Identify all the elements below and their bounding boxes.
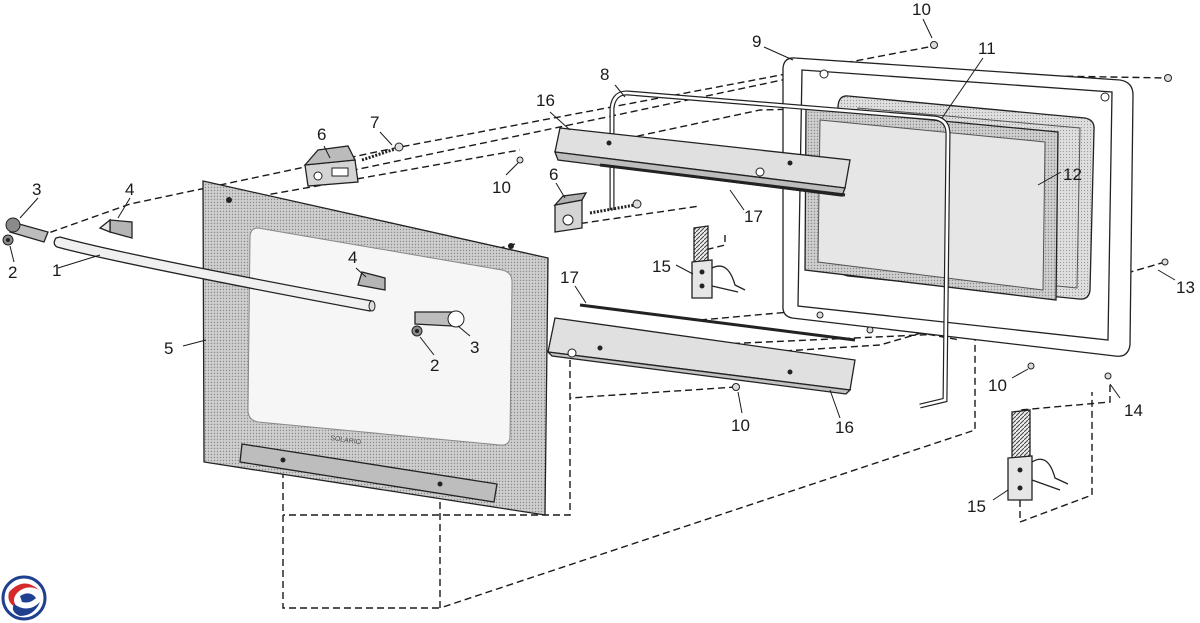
label-end-cap-right: 3: [470, 338, 479, 357]
bolt: [361, 142, 404, 162]
panel-brand-text: SOLARIO: [330, 435, 362, 446]
label-hinge-block-top: 6: [317, 125, 326, 144]
screw-left: [2, 234, 14, 246]
frame-screws-bottom: [816, 311, 874, 334]
clip-left: [98, 218, 133, 239]
label-bolt: 7: [370, 113, 379, 132]
callout-labels: 1 2 3 4 5 6 7 4 2 3 6 10 8 16 17 15 17 1…: [8, 0, 1195, 516]
label-hinge-left: 15: [652, 257, 671, 276]
screw-bottom-right: [1104, 372, 1112, 380]
screw-channel-bottom: [732, 383, 740, 391]
inner-glass: [804, 95, 1095, 301]
label-end-cap-left: 3: [32, 180, 41, 199]
screw-right: [1027, 362, 1035, 370]
label-screw-channel-bottom: 10: [731, 416, 750, 435]
label-screw-top: 10: [912, 0, 931, 19]
hinge-right: [1007, 409, 1069, 501]
swirl-logo-icon: [1, 575, 47, 621]
label-inner-glass: 12: [1063, 165, 1082, 184]
screw-frame-top: [1164, 74, 1172, 82]
label-clip-left: 4: [125, 180, 134, 199]
label-seal-bottom: 17: [560, 268, 579, 287]
end-cap-left: [5, 217, 49, 243]
label-screw-far-right: 13: [1176, 278, 1195, 297]
label-top-channel: 16: [536, 91, 555, 110]
outer-glass-panel: SOLARIO: [202, 180, 549, 516]
label-screw-left: 2: [8, 263, 17, 282]
screw-channel-top: [516, 156, 524, 164]
label-glass-retainer: 11: [978, 39, 996, 58]
label-inner-door-frame: 9: [752, 32, 761, 51]
label-hinge-block-mid: 6: [549, 165, 558, 184]
leader-lines: [9, 18, 1176, 501]
label-screw-right: 10: [988, 376, 1007, 395]
label-hinge-right: 15: [967, 497, 986, 516]
label-bottom-channel: 16: [835, 418, 854, 437]
label-screw-bottom-right: 14: [1124, 401, 1143, 420]
end-cap-right: [414, 310, 465, 328]
screw-far-right: [1161, 258, 1169, 266]
bottom-channel: [546, 303, 856, 395]
hinge-block-top: [303, 145, 359, 187]
top-channel: [554, 127, 851, 197]
handle-bar: [53, 236, 376, 312]
label-screw-mid: 2: [430, 356, 439, 375]
label-outer-glass-panel: 5: [164, 339, 173, 358]
label-screw-channel-top: 10: [492, 178, 511, 197]
label-handle: 1: [52, 261, 61, 280]
label-seal-top: 17: [744, 207, 763, 226]
label-wire-frame: 8: [600, 65, 609, 84]
screw-mid: [411, 325, 423, 337]
screw-top: [930, 41, 938, 49]
hinge-left: [691, 225, 746, 299]
hinge-block-mid: [553, 192, 642, 233]
label-clip-mid: 4: [348, 248, 357, 267]
